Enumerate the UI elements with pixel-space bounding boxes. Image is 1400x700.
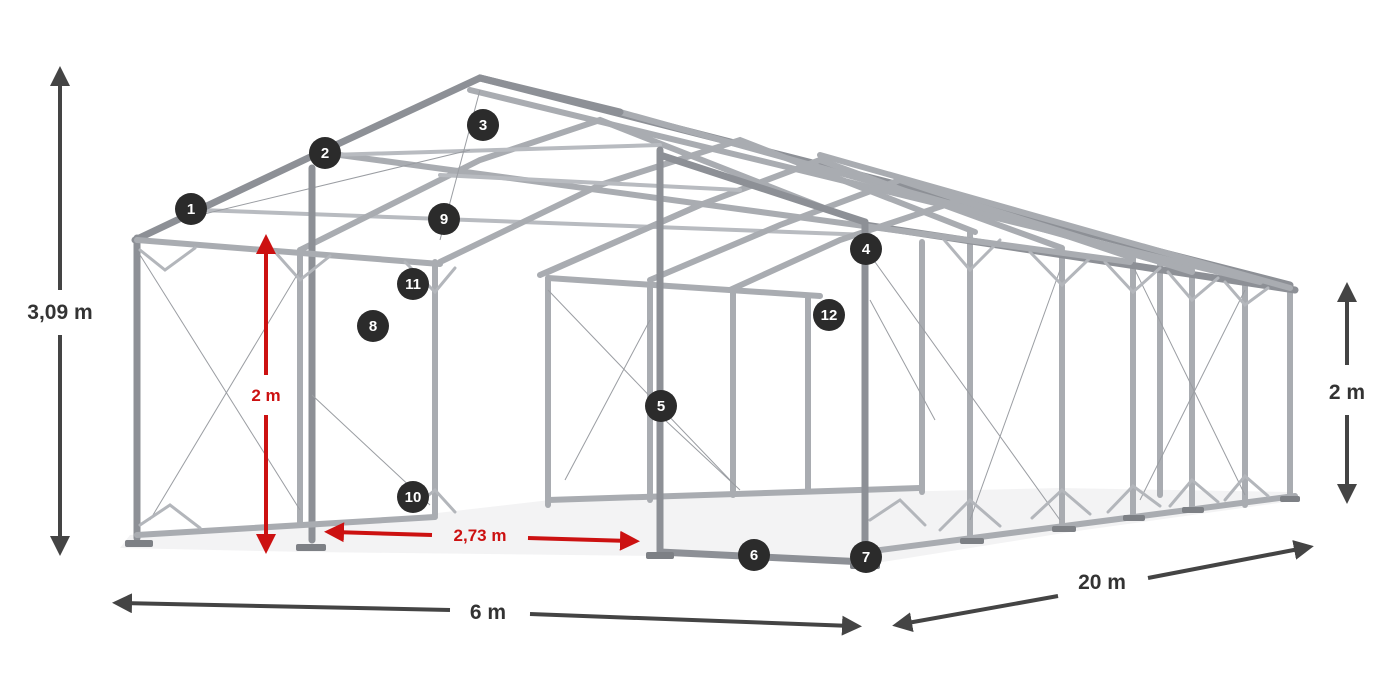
length-dimension: 20 m	[892, 540, 1314, 633]
front-gable	[133, 164, 457, 544]
side-height-label: 2 m	[1329, 381, 1365, 404]
inner-height-dimension: 2 m	[251, 234, 281, 554]
marker-7: 7	[850, 541, 882, 573]
marker-9: 9	[428, 203, 460, 235]
marker-badge	[813, 299, 845, 331]
marker-label: 8	[369, 318, 377, 335]
roof-structure	[131, 74, 1294, 293]
side-height-dimension: 2 m	[1329, 282, 1365, 504]
marker-badge	[850, 541, 882, 573]
marker-label: 6	[750, 547, 758, 564]
marker-5: 5	[645, 390, 677, 422]
marker-badge	[357, 310, 389, 342]
marker-label: 9	[440, 211, 448, 228]
marker-label: 10	[405, 489, 422, 506]
floor-shadow	[120, 488, 1300, 564]
marker-3: 3	[467, 109, 499, 141]
marker-label: 5	[657, 398, 665, 415]
front-right-posts	[656, 146, 936, 566]
width-label: 6 m	[470, 601, 506, 624]
inner-height-label: 2 m	[251, 386, 280, 405]
marker-label: 7	[862, 549, 870, 566]
bay-spacing-label: 2,73 m	[454, 526, 507, 545]
marker-badge	[467, 109, 499, 141]
marker-badge	[850, 233, 882, 265]
marker-badge	[738, 539, 770, 571]
marker-label: 3	[479, 117, 487, 134]
marker-badge	[397, 268, 429, 300]
marker-label: 2	[321, 145, 329, 162]
marker-12: 12	[813, 299, 845, 331]
marker-badge	[175, 193, 207, 225]
bay-spacing-dimension: 2,73 m	[324, 522, 640, 551]
tent-frame	[125, 74, 1300, 569]
total-height-dimension: 3,09 m	[27, 66, 93, 556]
width-dimension: 6 m	[112, 593, 862, 636]
marker-badge	[309, 137, 341, 169]
marker-label: 4	[862, 241, 871, 258]
length-label: 20 m	[1078, 571, 1126, 594]
total-height-label: 3,09 m	[27, 301, 92, 324]
marker-6: 6	[738, 539, 770, 571]
marker-label: 1	[187, 201, 195, 218]
marker-badge	[428, 203, 460, 235]
marker-10: 10	[397, 481, 429, 513]
marker-label: 12	[821, 307, 838, 324]
marker-badge	[397, 481, 429, 513]
marker-1: 1	[175, 193, 207, 225]
marker-label: 11	[405, 276, 421, 293]
marker-2: 2	[309, 137, 341, 169]
marker-4: 4	[850, 233, 882, 265]
marker-badge	[645, 390, 677, 422]
marker-11: 11	[397, 268, 429, 300]
marker-8: 8	[357, 310, 389, 342]
